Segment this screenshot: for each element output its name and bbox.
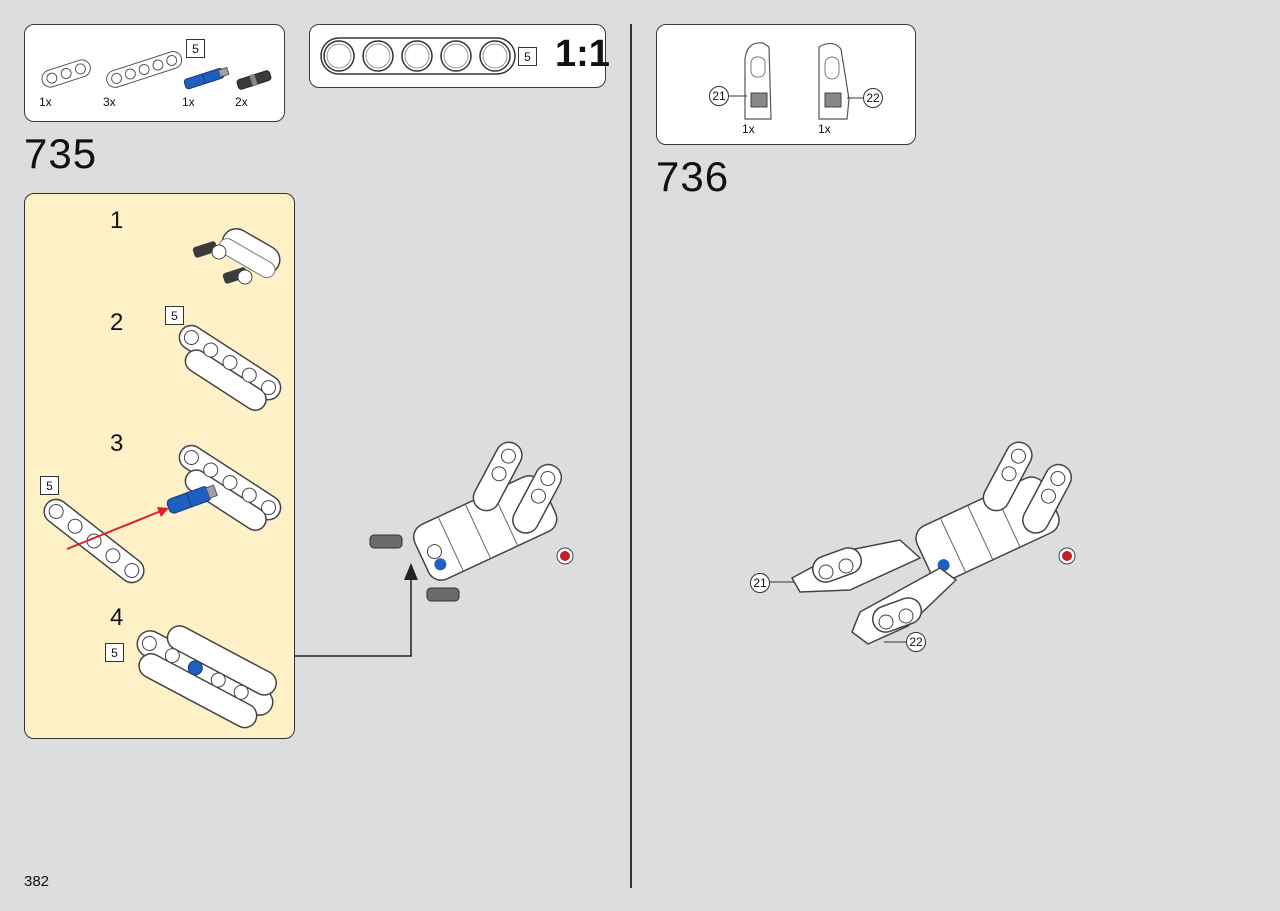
length-tag: 5 bbox=[165, 306, 184, 325]
assembly-736-illustration bbox=[770, 441, 1076, 645]
length-tag: 5 bbox=[105, 643, 124, 662]
callout-22: 22 bbox=[863, 88, 883, 108]
part-qty: 2x bbox=[235, 95, 248, 109]
beam-5-scale-icon bbox=[320, 37, 516, 75]
substep-number-2: 2 bbox=[110, 309, 124, 336]
scale-label: 1:1 bbox=[555, 33, 610, 75]
scale-length-tag: 5 bbox=[518, 47, 537, 66]
substep-4-illustration bbox=[136, 625, 277, 729]
step-number-736: 736 bbox=[656, 153, 730, 200]
substep-3-illustration bbox=[178, 444, 282, 531]
substep-2-illustration bbox=[178, 324, 282, 411]
callout-22: 22 bbox=[906, 632, 926, 652]
beam-3-icon bbox=[41, 59, 91, 88]
panel-part-22-icon bbox=[818, 42, 850, 120]
blue-axle-pin-icon bbox=[166, 484, 218, 514]
friction-pin-icon bbox=[236, 70, 272, 90]
substep-number-1: 1 bbox=[110, 207, 124, 234]
part-qty: 3x bbox=[103, 95, 116, 109]
parts-list-735: 1x 5 3x 1x 2x bbox=[24, 24, 285, 122]
substep-number-3: 3 bbox=[110, 430, 124, 457]
length-tag: 5 bbox=[40, 476, 59, 495]
substep-1-illustration bbox=[192, 227, 281, 285]
parts-list-736: 21 1x 22 1x bbox=[656, 24, 916, 145]
part-qty: 1x bbox=[818, 122, 831, 136]
beam-5-icon bbox=[106, 51, 183, 88]
part-qty: 1x bbox=[742, 122, 755, 136]
part-qty: 1x bbox=[182, 95, 195, 109]
insert-arrow-icon bbox=[66, 507, 169, 550]
callout-21: 21 bbox=[709, 86, 729, 106]
callout-leader bbox=[729, 95, 747, 97]
assembly-735-illustration bbox=[369, 441, 574, 602]
step-number-735: 735 bbox=[24, 130, 98, 177]
substep-panel: 1 2 5 3 5 4 5 bbox=[24, 193, 295, 739]
part-qty: 1x bbox=[39, 95, 52, 109]
callout-leader bbox=[847, 97, 863, 99]
panel-part-21-icon bbox=[744, 42, 772, 120]
page-number: 382 bbox=[24, 873, 50, 890]
substep-number-4: 4 bbox=[110, 604, 124, 631]
substep-3-loose-beam bbox=[43, 498, 145, 584]
length-tag: 5 bbox=[186, 39, 205, 58]
page-divider bbox=[630, 24, 632, 888]
blue-axle-pin-icon bbox=[183, 66, 230, 90]
scale-reference-box: 5 1:1 bbox=[309, 24, 610, 88]
callout-21: 21 bbox=[750, 573, 770, 593]
